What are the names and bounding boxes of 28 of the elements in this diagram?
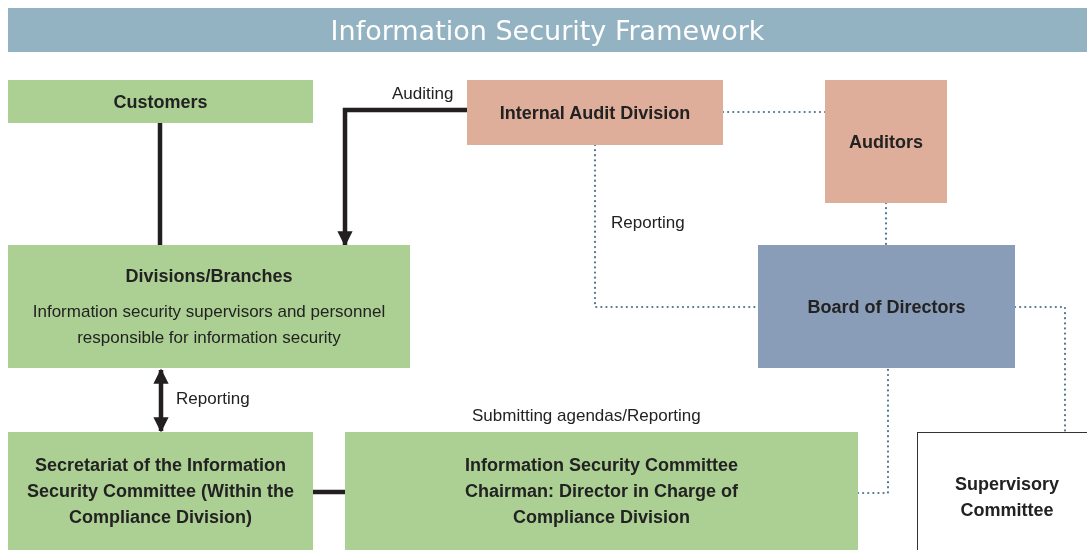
org-box [8, 245, 410, 368]
box-heading: Board of Directors [807, 295, 966, 319]
org-box [8, 80, 313, 123]
box-heading: Supervisory Committee [953, 473, 1060, 522]
title-banner: Information Security Framework [8, 8, 1087, 52]
edge-label: Auditing [390, 84, 456, 104]
arrow [337, 107, 467, 247]
box-heading: Information Security Committee [464, 454, 738, 477]
flow-label: Submitting agendas/Reporting [470, 406, 703, 426]
org-box [917, 432, 1087, 550]
org-box [467, 80, 723, 145]
box-heading: Internal Audit Division [499, 101, 691, 125]
edge-label: Reporting [609, 213, 687, 233]
edge-label: Reporting [174, 389, 252, 409]
connector-line [884, 201, 888, 247]
box-heading: Secretariat of the Information Security Committee (Within the Compliance Division) [26, 454, 295, 529]
box-heading: Divisions/Branches [125, 264, 293, 288]
box-heading: Auditors [849, 130, 923, 154]
arrow [153, 368, 169, 433]
connector-line [313, 489, 345, 495]
box-heading: Chairman: Director in Charge of Compliance Division [463, 480, 739, 529]
org-box [345, 432, 858, 550]
box-text: Information security supervisors and personnel responsible for information security [31, 300, 387, 349]
connector-line [157, 123, 163, 245]
org-box [758, 245, 1015, 368]
org-box [8, 432, 313, 550]
box-heading: Customers [113, 90, 208, 114]
org-box [825, 80, 947, 203]
